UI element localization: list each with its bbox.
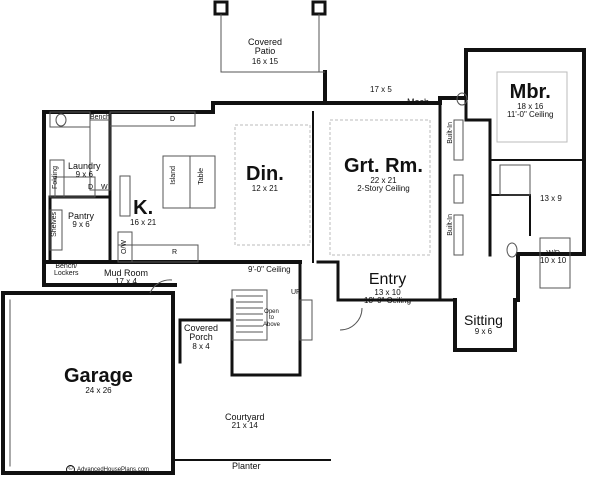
washer-label: W [101,184,108,191]
pantry-label: Pantry 9 x 6 [68,211,95,230]
mech-label: Mech. [407,97,432,107]
mud-room-label: Mud Room 17 x 4 [104,268,149,287]
sitting-label: Sitting 9 x 6 [464,312,503,336]
kitchen-label: K. 16 x 21 [130,197,157,227]
table-label: Table [198,168,205,185]
courtyard-label: Courtyard 21 x 14 [225,412,265,431]
master-bedroom-label: Mbr. 18 x 16 11'-0" Ceiling [507,81,554,120]
built-in-lower-label: Built-In [447,214,454,236]
island-label: Island [170,166,177,185]
shelves-label: Shelves [51,212,58,237]
dining-label: Din. 12 x 21 [246,163,284,193]
r-label: R [172,249,178,256]
planter-label: Planter [232,461,261,471]
folding-label: Folding [52,166,59,189]
covered-porch-label: Covered Porch 8 x 4 [184,323,219,351]
bath-dim: 13 x 9 [540,194,562,203]
bench-top-label: Bench [90,114,110,121]
d-label: D [170,116,176,123]
bench-lockers-label: Bench/ Lockers [54,263,79,278]
copyright-credit: © AdvancedHousePlans.com [66,465,149,474]
laundry-label: Laundry 9 x 6 [68,161,101,180]
up-label: UP [291,289,301,296]
copyright-icon: © [66,465,75,474]
entry-label: Entry 13 x 10 13'-0" Ceiling [364,271,412,306]
ceiling-9-label: 9'-0" Ceiling [248,265,291,274]
credit-text: AdvancedHousePlans.com [77,466,150,473]
garage-label: Garage 24 x 26 [64,365,133,395]
wic-label: W/D 10 x 10 [540,250,567,266]
dryer-label: D [88,184,94,191]
great-room-label: Grt. Rm. 22 x 21 2-Story Ceiling [344,155,423,194]
open-to-above-label: Open to Above [263,309,281,328]
built-in-upper-label: Built-In [447,122,454,144]
mech-strip-dim: 17 x 5 [370,85,392,94]
ow-label: O/W [121,240,128,254]
